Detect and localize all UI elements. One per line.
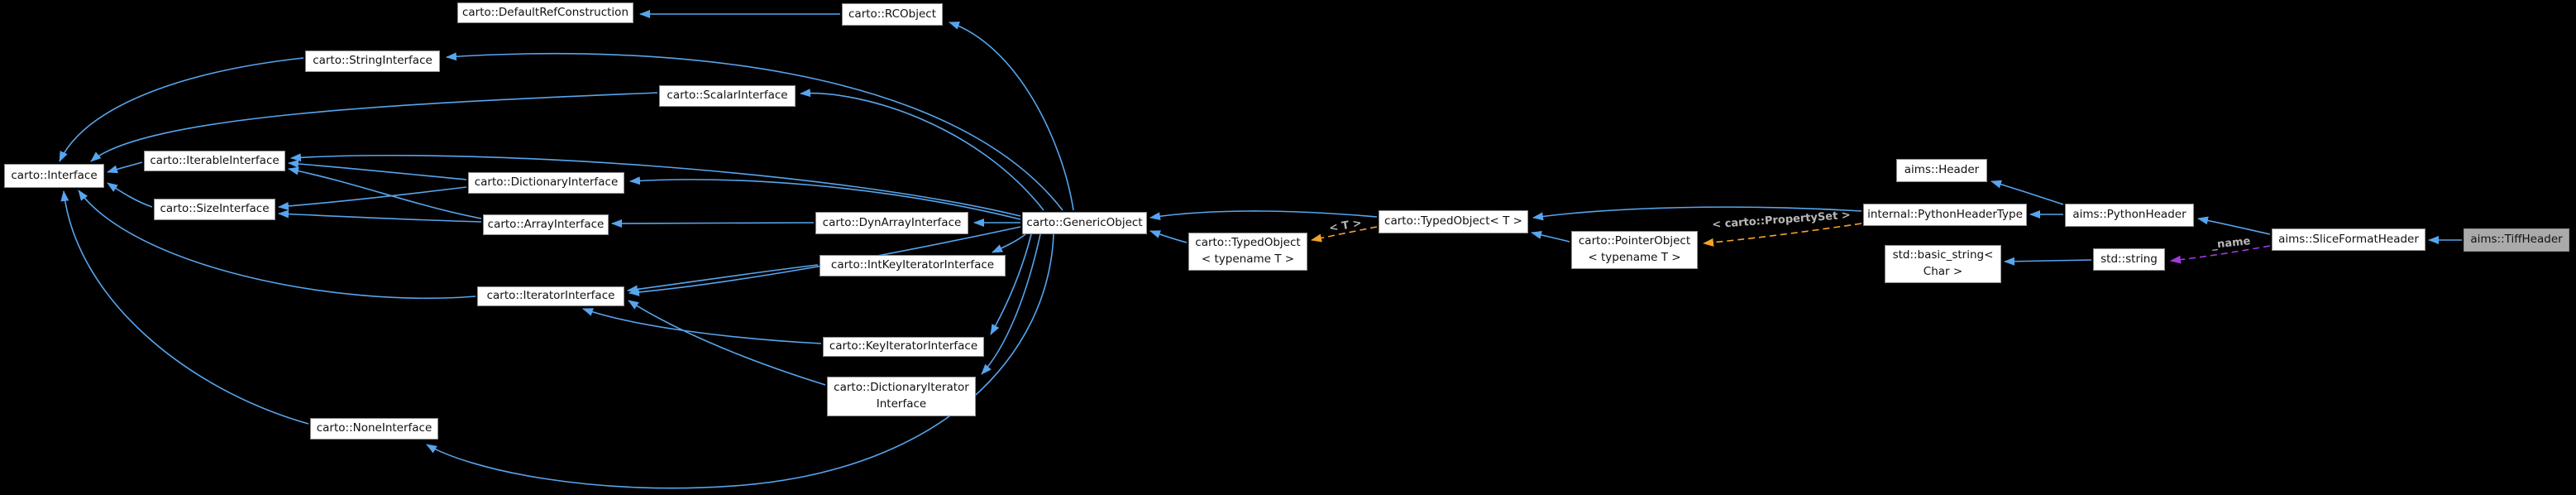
class-node-label: carto::NoneInterface xyxy=(316,421,433,435)
class-node-label: aims::Header xyxy=(1904,163,1980,177)
edge-slice-format-header-to-std-string xyxy=(2170,245,2271,264)
edge-size-interface-to-interface xyxy=(107,182,153,208)
edge-iterable-interface-to-interface xyxy=(107,161,143,174)
class-node-string-interface[interactable]: carto::StringInterface xyxy=(305,50,440,72)
edge-generic-object-to-rc-object xyxy=(949,22,1074,211)
class-node-interface[interactable]: carto::Interface xyxy=(4,164,104,188)
class-node-scalar-interface[interactable]: carto::ScalarInterface xyxy=(659,85,796,107)
class-node-dynarray-interface[interactable]: carto::DynArrayInterface xyxy=(815,212,968,234)
class-node-label: std::string xyxy=(2100,252,2158,266)
class-node-label: carto::SizeInterface xyxy=(160,202,270,216)
class-node-label: carto::DefaultRefConstruction xyxy=(461,5,628,19)
edge-key-iterator-interface-to-iterator-interface xyxy=(582,308,822,344)
class-node-pointer-object[interactable]: carto::PointerObject< typename T > xyxy=(1571,231,1698,269)
edge-typed-object-template-to-generic-object xyxy=(1149,230,1188,243)
class-node-std-string[interactable]: std::string xyxy=(2093,248,2165,271)
edge-array-interface-to-size-interface xyxy=(278,209,482,223)
edge-typed-object-t-to-typed-object-template xyxy=(1311,226,1378,243)
edge-dictionary-interface-to-size-interface xyxy=(278,186,467,210)
class-node-label: carto::RCObject xyxy=(848,7,936,21)
class-node-python-header-type[interactable]: internal::PythonHeaderType xyxy=(1863,204,2027,226)
edge-string-interface-to-interface xyxy=(59,57,304,162)
class-node-label: carto::IterableInterface xyxy=(150,153,280,167)
class-node-key-iterator-interface[interactable]: carto::KeyIteratorInterface xyxy=(823,337,984,357)
class-node-label: carto::DynArrayInterface xyxy=(822,215,962,229)
edge-python-header-type-to-typed-object-t xyxy=(1532,206,1862,221)
class-node-aims-header[interactable]: aims::Header xyxy=(1896,159,1987,182)
edge-intkey-iterator-interface-to-iterator-interface xyxy=(627,264,819,294)
class-node-label: aims::PythonHeader xyxy=(2072,208,2186,222)
edge-dictionary-iterator-interface-to-iterator-interface xyxy=(628,300,826,386)
class-node-label: Char > xyxy=(1923,265,1963,278)
class-node-label: carto::DictionaryIterator xyxy=(834,381,969,395)
class-node-label: carto::TypedObject< T > xyxy=(1384,214,1522,228)
edge-scalar-interface-to-interface xyxy=(90,92,658,162)
class-node-none-interface[interactable]: carto::NoneInterface xyxy=(310,418,438,440)
class-node-label: < typename T > xyxy=(1201,252,1295,266)
class-node-label: aims::SliceFormatHeader xyxy=(2278,232,2419,246)
edge-array-interface-to-iterable-interface xyxy=(288,166,482,219)
edge-dictionary-interface-to-iterable-interface xyxy=(288,159,467,180)
class-node-label: carto::Interface xyxy=(11,168,98,182)
class-node-label: carto::KeyIteratorInterface xyxy=(829,339,978,353)
class-node-label: carto::IntKeyIteratorInterface xyxy=(830,258,995,272)
edge-generic-object-to-iterator-interface xyxy=(628,226,1021,296)
class-node-label: Interface xyxy=(876,397,927,411)
class-node-label: carto::ArrayInterface xyxy=(487,217,605,231)
class-node-label: carto::TypedObject xyxy=(1195,236,1301,250)
class-node-intkey-iterator-interface[interactable]: carto::IntKeyIteratorInterface xyxy=(820,255,1006,276)
class-node-dictionary-interface[interactable]: carto::DictionaryInterface xyxy=(468,172,624,194)
class-node-label: carto::IteratorInterface xyxy=(486,289,615,303)
edge-python-header-to-aims-header xyxy=(1991,180,2064,205)
edge-pointer-object-to-typed-object-t xyxy=(1531,231,1570,243)
class-node-array-interface[interactable]: carto::ArrayInterface xyxy=(483,214,609,235)
edge-generic-object-to-dictionary-interface xyxy=(629,176,1021,220)
class-node-label: carto::ScalarInterface xyxy=(667,89,788,103)
class-node-label: std::basic_string< xyxy=(1892,248,1994,262)
edge-slice-format-header-to-python-header xyxy=(2197,216,2271,235)
class-node-python-header[interactable]: aims::PythonHeader xyxy=(2065,204,2194,227)
edge-generic-object-to-dictionary-iterator-interface xyxy=(981,233,1041,375)
class-node-label: carto::DictionaryInterface xyxy=(474,175,619,190)
edge-generic-object-to-key-iterator-interface xyxy=(990,233,1032,335)
edge-typed-object-t-to-generic-object xyxy=(1149,210,1378,221)
edge-std-string-to-basic-string xyxy=(2004,257,2092,266)
class-node-typed-object-t[interactable]: carto::TypedObject< T > xyxy=(1379,210,1528,233)
class-node-label: aims::TiffHeader xyxy=(2470,233,2563,247)
edge-generic-object-to-intkey-iterator-interface xyxy=(992,233,1026,253)
class-node-label: carto::PointerObject xyxy=(1578,234,1691,248)
class-node-rc-object[interactable]: carto::RCObject xyxy=(842,3,943,26)
edge-python-header-type-to-pointer-object xyxy=(1703,223,1862,247)
class-node-basic-string[interactable]: std::basic_string<Char > xyxy=(1885,245,2001,283)
edge-iterator-interface-to-interface xyxy=(78,190,476,300)
class-node-label: internal::PythonHeaderType xyxy=(1867,207,2023,221)
edge-generic-object-to-none-interface xyxy=(426,233,1054,489)
class-node-iterator-interface[interactable]: carto::IteratorInterface xyxy=(477,286,624,306)
class-node-slice-format-header[interactable]: aims::SliceFormatHeader xyxy=(2272,228,2425,251)
class-node-label: < typename T > xyxy=(1588,251,1681,264)
class-node-label: carto::StringInterface xyxy=(313,54,433,68)
edge-none-interface-to-interface xyxy=(60,190,309,425)
class-node-iterable-interface[interactable]: carto::IterableInterface xyxy=(144,151,285,171)
edge-generic-object-to-string-interface xyxy=(446,52,1063,211)
class-node-tiff-header: aims::TiffHeader xyxy=(2464,228,2569,252)
edge-generic-object-to-scalar-interface xyxy=(800,89,1044,211)
class-node-generic-object[interactable]: carto::GenericObject xyxy=(1022,212,1147,234)
edge-generic-object-to-iterable-interface xyxy=(290,153,1021,217)
class-node-size-interface[interactable]: carto::SizeInterface xyxy=(154,199,275,220)
class-node-default-ref-construction[interactable]: carto::DefaultRefConstruction xyxy=(457,2,633,23)
class-node-label: carto::GenericObject xyxy=(1026,215,1143,229)
class-node-typed-object-template[interactable]: carto::TypedObject< typename T > xyxy=(1188,233,1307,271)
